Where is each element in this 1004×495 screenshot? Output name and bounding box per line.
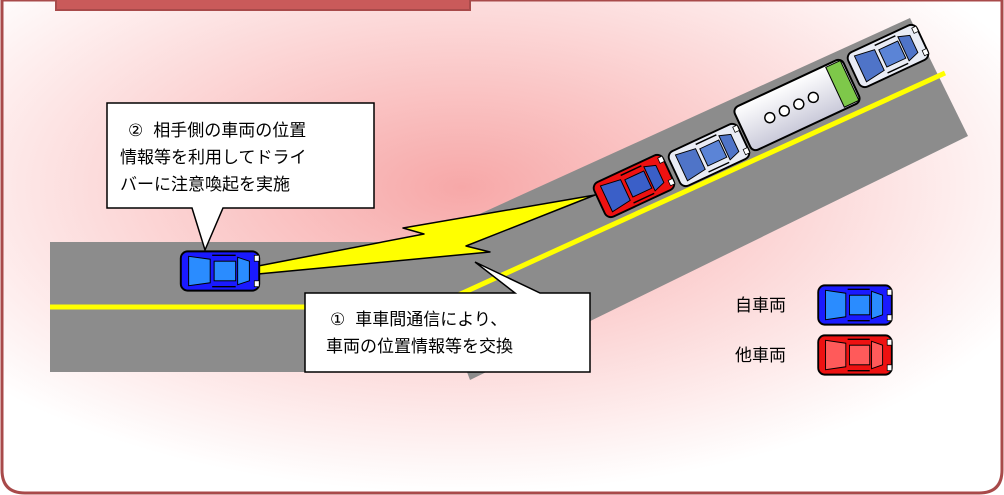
bus	[733, 58, 861, 152]
callout-number: ①	[330, 310, 345, 330]
callout-line: 車車間通信により、	[355, 310, 507, 330]
legend-other-swatch	[817, 334, 893, 376]
callout-driver-alert-text: ② 相手側の車両の位置 情報等を利用してドライ バーに注意喚起を実施	[120, 121, 307, 195]
own-vehicle	[179, 250, 261, 292]
legend-own-label: 自車両	[735, 296, 786, 316]
legend-other-label: 他車両	[735, 346, 786, 366]
v2v-signal	[257, 194, 596, 275]
callout-line: 車両の位置情報等を交換	[326, 337, 513, 357]
legend: 自車両 他車両	[735, 284, 893, 376]
callout-number: ②	[128, 121, 143, 141]
callout-line: 相手側の車両の位置	[153, 121, 306, 141]
callout-v2v-exchange	[304, 261, 591, 373]
legend-own-swatch	[817, 284, 893, 326]
callout-line: バーに注意喚起を実施	[120, 175, 290, 195]
callout-driver-alert	[106, 102, 375, 253]
header-bar	[55, 0, 471, 11]
callout-line: 情報等を利用してドライ	[120, 148, 307, 168]
callout-v2v-exchange-text: ① 車車間通信により、 車両の位置情報等を交換	[326, 310, 513, 357]
